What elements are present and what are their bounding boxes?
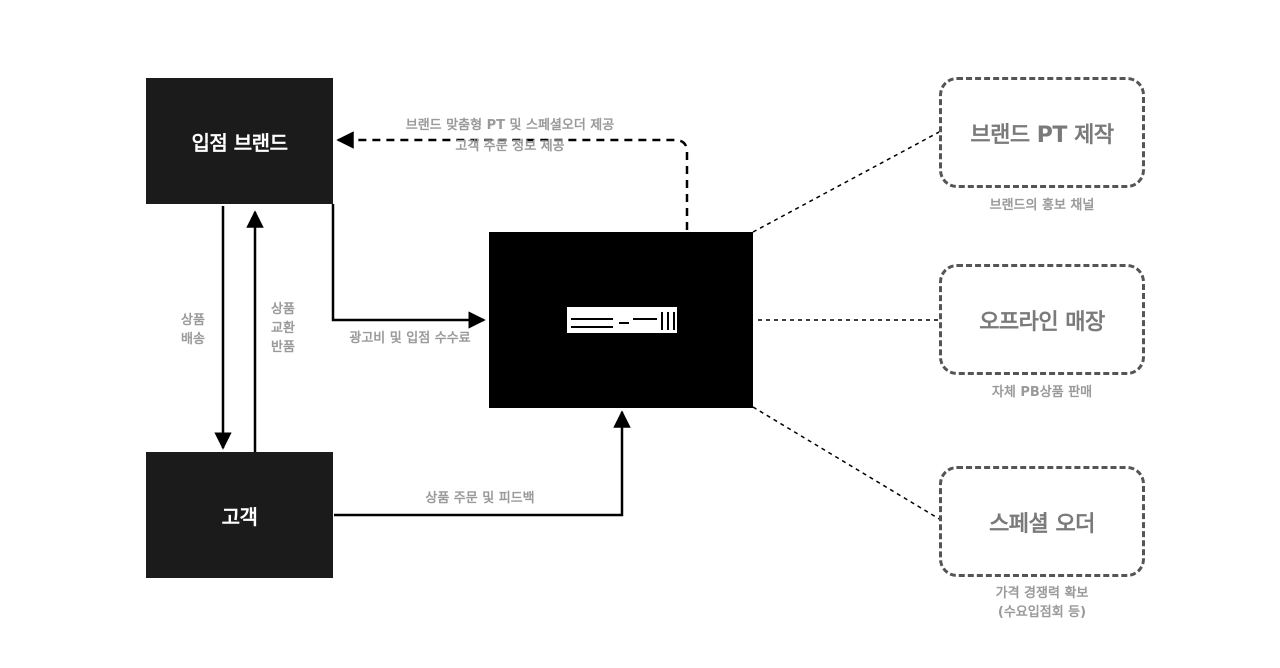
connector-to-pt — [752, 130, 942, 233]
pt-node-label: 브랜드 PT 제작 — [970, 122, 1114, 148]
edge-brand-to-platform — [331, 204, 486, 329]
pt-caption: 브랜드의 홍보 채널 — [989, 198, 1095, 213]
customer-node-label: 고객 — [221, 504, 258, 529]
special-caption: 가격 경쟁력 확보 (수요입점회 등) — [995, 586, 1089, 620]
connector-to-special — [752, 406, 942, 521]
edge-label-brand-to-customer: 상품 배송 — [181, 313, 205, 347]
edge-label-brand-to-platform: 광고비 및 입점 수수료 — [349, 331, 471, 346]
special-node: 스페셜 오더 — [939, 466, 1145, 577]
platform-logo — [567, 307, 677, 333]
offline-caption: 자체 PB상품 판매 — [991, 385, 1093, 400]
edge-platform-to-brand — [336, 131, 689, 230]
offline-node: 오프라인 매장 — [939, 264, 1145, 375]
edge-label-platform-to-brand: 브랜드 맞춤형 PT 및 스페셜오더 제공 고객 주문 정보 제공 — [405, 118, 615, 154]
edge-label-customer-to-platform: 상품 주문 및 피드백 — [425, 491, 535, 506]
edge-label-customer-to-brand: 상품 교환 반품 — [271, 302, 295, 355]
brand-node: 입점 브랜드 — [146, 78, 333, 204]
pt-node: 브랜드 PT 제작 — [939, 77, 1145, 188]
customer-node: 고객 — [146, 452, 333, 578]
brand-node-label: 입점 브랜드 — [191, 130, 288, 155]
edge-customer-to-platform — [334, 410, 631, 517]
special-node-label: 스페셜 오더 — [989, 511, 1095, 537]
offline-node-label: 오프라인 매장 — [979, 309, 1105, 335]
